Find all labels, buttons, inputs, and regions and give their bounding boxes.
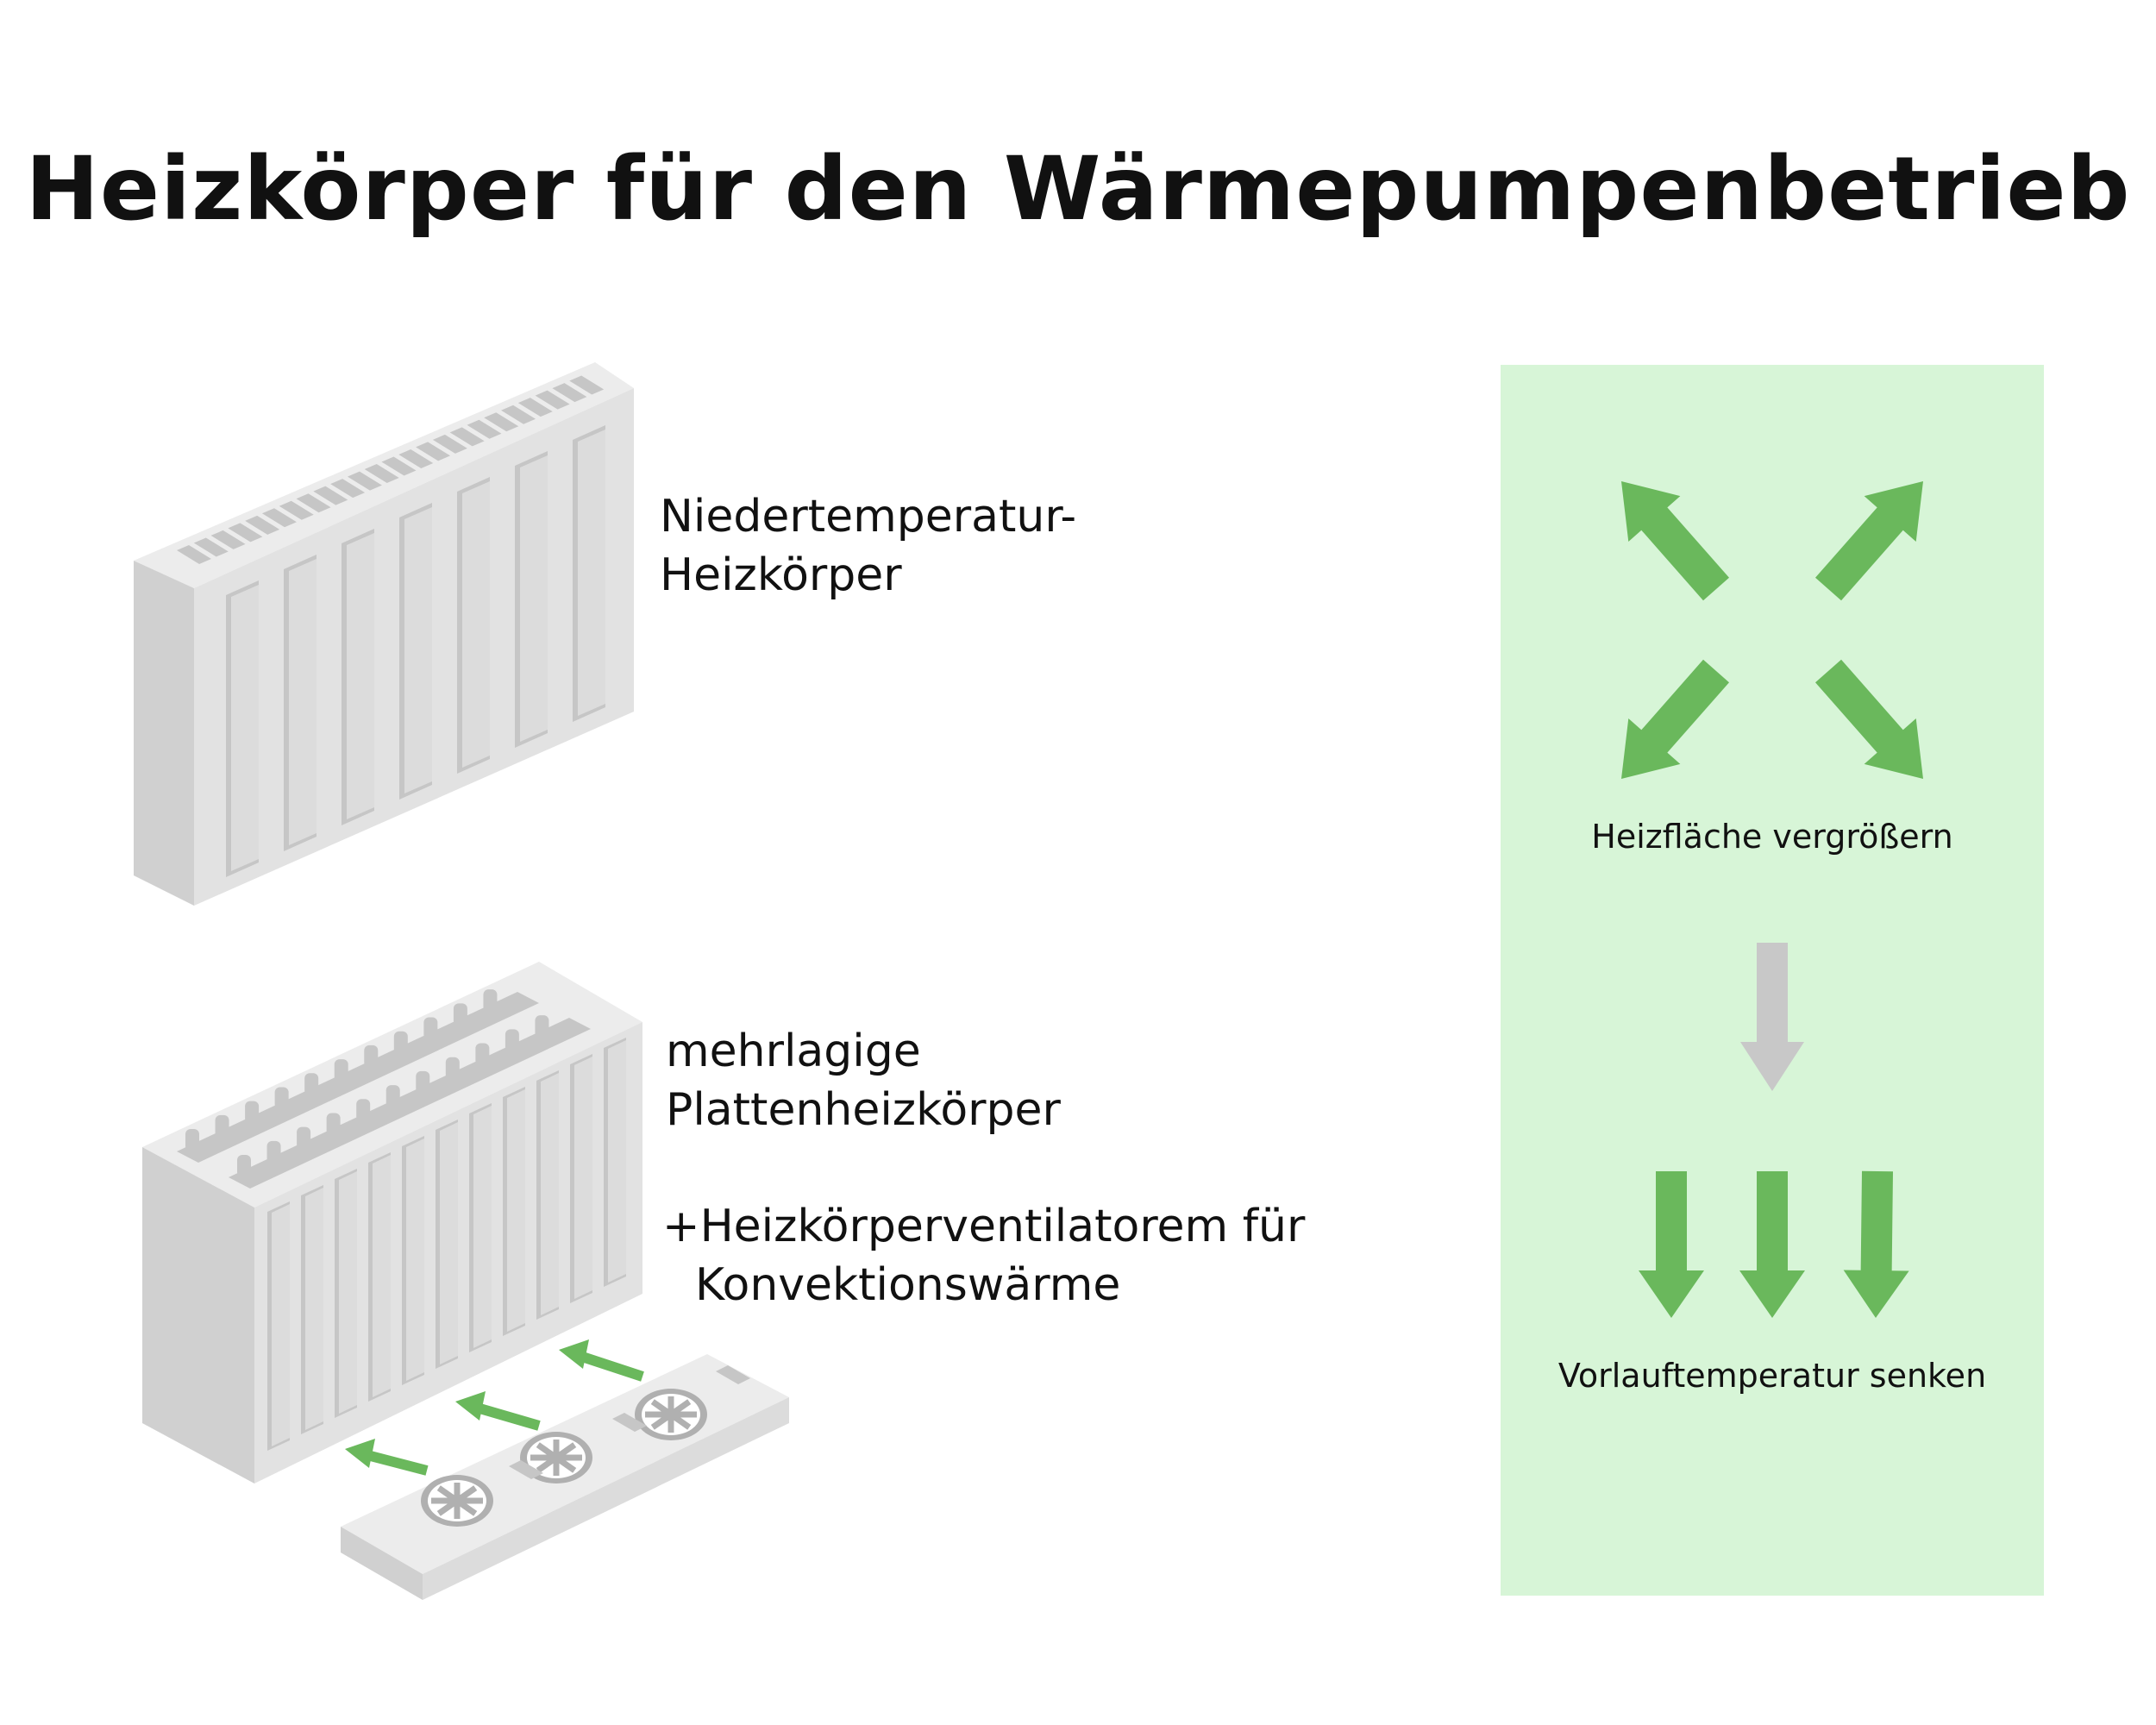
down-arrow-icon	[1740, 943, 1804, 1091]
radiator1-label: Niedertemperatur- Heizkörper	[660, 491, 1077, 601]
expand-arrows-icon	[1621, 481, 1923, 779]
airflow-arrows	[345, 1339, 644, 1476]
benefit-panel: Heizfläche vergrößern Vorlauftemperatur …	[1501, 365, 2044, 1596]
radiator-icon	[134, 362, 634, 906]
fan-icon	[635, 1389, 707, 1440]
page-title: Heizkörper für den Wärmepumpenbetrieb	[25, 138, 2131, 241]
panel-radiator-icon	[142, 962, 642, 1484]
step2-text: Vorlauftemperatur senken	[1557, 1357, 1987, 1395]
fan-base	[341, 1354, 789, 1600]
step1-text: Heizfläche vergrößern	[1591, 818, 1953, 856]
fan-icon	[520, 1432, 592, 1484]
fan-icon	[421, 1475, 493, 1527]
down-arrows-icon	[1639, 1170, 1909, 1318]
radiator2-addon-label: +Heizkörperventilatorem für Konvektionsw…	[662, 1201, 1306, 1311]
panel-graphics	[1501, 365, 2044, 1596]
radiator2-label: mehrlagige Plattenheizkörper	[666, 1026, 1061, 1136]
